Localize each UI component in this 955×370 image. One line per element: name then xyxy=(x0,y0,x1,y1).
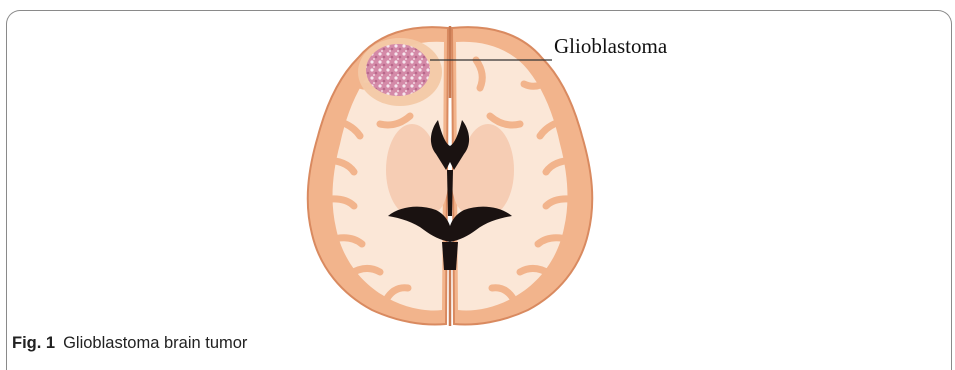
tumor-core xyxy=(366,44,430,96)
brain-axial-section-illustration xyxy=(290,20,610,330)
figure-number: Fig. 1 xyxy=(12,334,55,352)
posterior-ventricle-stem xyxy=(442,242,458,270)
caption-text: Glioblastoma brain tumor xyxy=(63,334,247,352)
third-ventricle xyxy=(447,170,453,216)
figure-caption: Fig. 1 Glioblastoma brain tumor xyxy=(12,334,247,353)
tumor-label: Glioblastoma xyxy=(554,34,667,59)
